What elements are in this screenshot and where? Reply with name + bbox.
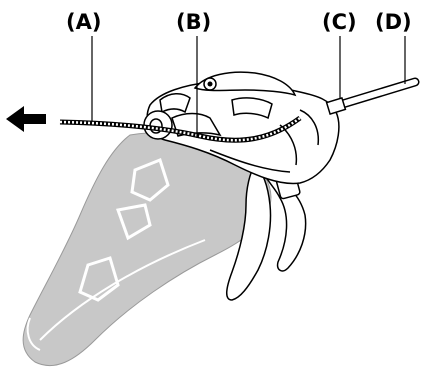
callout-d: (D)	[375, 12, 412, 33]
brake-lever	[23, 132, 271, 365]
housing-cap	[160, 94, 190, 112]
cable-ferrule	[327, 98, 346, 114]
housing-bolt-inner	[208, 82, 213, 87]
outer-cable-housing-fill	[336, 82, 415, 106]
pull-arrow	[6, 106, 46, 132]
callout-c: (C)	[322, 12, 357, 33]
callout-b: (B)	[176, 12, 211, 33]
callout-a: (A)	[66, 12, 101, 33]
